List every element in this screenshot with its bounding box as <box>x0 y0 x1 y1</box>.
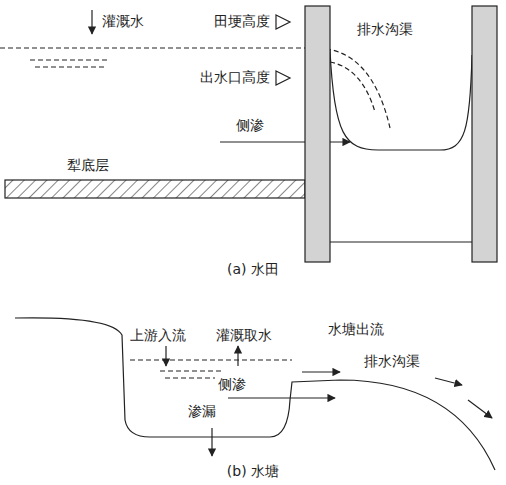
seepage-arrow <box>228 397 335 398</box>
plow-pan-label: 犁底层 <box>67 158 109 173</box>
water-surface <box>0 47 305 48</box>
pond-profile <box>15 318 495 470</box>
drain-ditch-label: 排水沟渠 <box>364 354 420 369</box>
ditch-bottom <box>330 241 472 242</box>
ridge-wall <box>305 6 330 262</box>
withdrawal-arrow <box>237 346 238 366</box>
water-surface <box>130 359 292 360</box>
leakage-label: 渗漏 <box>188 404 216 419</box>
withdrawal-label: 灌溉取水 <box>216 328 272 343</box>
inflow-arrow <box>165 346 166 366</box>
seepage-label: 侧渗 <box>218 377 246 392</box>
panel-caption: (a) 水田 <box>227 262 279 277</box>
leakage-arrow <box>211 428 212 456</box>
level-marker <box>276 15 290 29</box>
outflow-label: 水塘出流 <box>328 322 384 337</box>
ditch-profile <box>330 50 472 150</box>
outlet-height-label: 出水口高度 <box>200 70 270 85</box>
outflow-arrow <box>302 371 340 372</box>
water-mark <box>35 66 105 67</box>
water-mark <box>160 370 222 371</box>
level-marker <box>276 71 290 85</box>
irrigation-label: 灌溉水 <box>102 14 144 29</box>
flow-arrow <box>468 400 492 418</box>
ditch-wall <box>472 6 497 262</box>
water-mark <box>165 377 215 378</box>
seepage-label: 侧渗 <box>236 118 264 133</box>
paddy-illustration <box>0 6 497 262</box>
drain-ditch-label: 排水沟渠 <box>357 22 413 37</box>
ridge-height-label: 田埂高度 <box>214 14 270 29</box>
irrigation-arrow <box>91 10 92 34</box>
inflow-label: 上游入流 <box>130 328 186 343</box>
outflow-curve <box>330 62 375 112</box>
panel-caption: (b) 水塘 <box>227 464 279 479</box>
flow-arrow <box>435 378 462 385</box>
water-mark <box>30 59 110 60</box>
plow-pan <box>5 180 305 198</box>
pond-illustration <box>15 318 495 470</box>
